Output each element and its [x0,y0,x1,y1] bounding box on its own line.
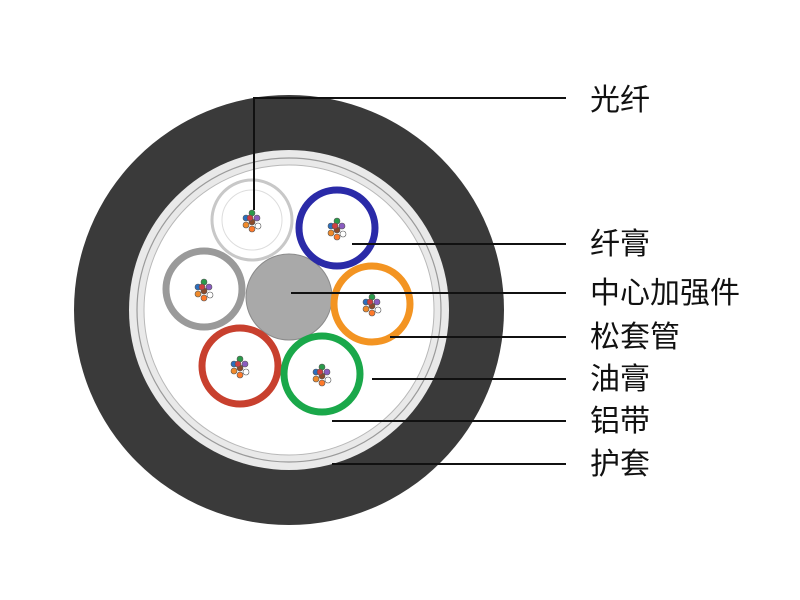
fiber-dot [205,283,213,291]
leader-fiber [253,97,566,210]
fiber-dot [206,291,214,299]
fiber-dot [312,375,320,383]
fiber-dot [339,230,347,238]
fiber-dot [194,290,202,298]
leader-lines [253,97,566,465]
central-strength-member [245,253,333,341]
fiber-dot [318,379,326,387]
fiber-dot [362,305,370,313]
fiber-dot [368,309,376,317]
fiber-dot [327,229,335,237]
fiber-dot [242,221,250,229]
fiber-dot [230,367,238,375]
fiber-dot [366,298,374,306]
fiber-dot [253,214,261,222]
aluminum-tape-edge [136,157,442,463]
label-fiber: 光纤 [590,83,650,118]
fiber-dot [316,368,324,376]
fiber-dot [236,371,244,379]
fiber-dot [374,306,382,314]
fiber-dot [331,222,339,230]
label-jacket: 护套 [590,447,650,482]
fiber-dot [241,360,249,368]
fiber-dot [198,283,206,291]
label-aluminum-tape: 铝带 [590,404,650,439]
fiber-dot [373,298,381,306]
fiber-dot [200,294,208,302]
fiber-dot [323,368,331,376]
fiber-dot [242,368,250,376]
fiber-dot [246,214,254,222]
label-filling-compound: 油膏 [590,362,650,397]
fiber-dot [338,222,346,230]
fiber-dot [254,222,262,230]
fiber-dot [234,360,242,368]
label-fiber-paste: 纤膏 [590,227,650,262]
label-central-strength-member: 中心加强件 [590,276,740,311]
fiber-dot [333,233,341,241]
fiber-dot [324,376,332,384]
label-loose-tube: 松套管 [590,320,680,355]
fiber-bundles [194,209,382,387]
fiber-dot [248,225,256,233]
